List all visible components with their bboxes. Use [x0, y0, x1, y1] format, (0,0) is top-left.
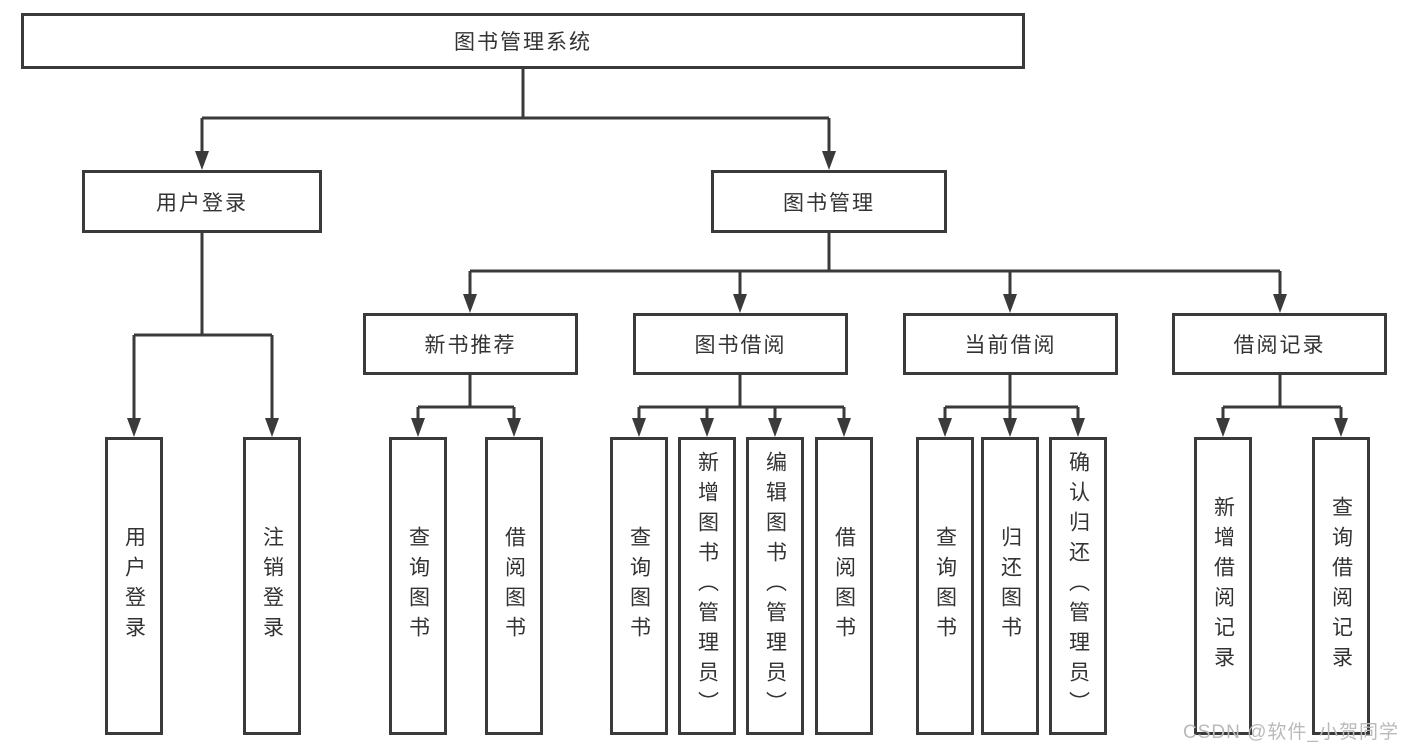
node-book-management: 图书管理 [711, 170, 947, 233]
leaf-confirm-return-admin: 确认归还（管理员） [1049, 437, 1107, 735]
csdn-watermark: CSDN @软件_小贺同学 [1183, 722, 1399, 743]
leaf-label: 注销登录 [260, 526, 284, 646]
node-new-book-recommendation: 新书推荐 [363, 313, 578, 375]
leaf-borrow-books-recommendation: 借阅图书 [485, 437, 543, 735]
leaf-query-books-recommendation: 查询图书 [389, 437, 447, 735]
node-book-borrowing: 图书借阅 [633, 313, 848, 375]
leaf-label: 编辑图书（管理员） [763, 451, 787, 721]
leaf-edit-book-admin: 编辑图书（管理员） [746, 437, 804, 735]
node-user-login: 用户登录 [82, 170, 322, 233]
leaf-query-books-borrowing: 查询图书 [610, 437, 668, 735]
leaf-label: 借阅图书 [502, 526, 526, 646]
node-library-management-system: 图书管理系统 [21, 13, 1025, 69]
leaf-return-books: 归还图书 [981, 437, 1039, 735]
leaf-label: 新增借阅记录 [1211, 496, 1235, 676]
node-current-borrowing: 当前借阅 [903, 313, 1118, 375]
leaf-label: 新增图书（管理员） [695, 451, 719, 721]
leaf-add-book-admin: 新增图书（管理员） [678, 437, 736, 735]
leaf-label: 查询图书 [406, 526, 430, 646]
leaf-label: 查询图书 [627, 526, 651, 646]
leaf-label: 查询借阅记录 [1329, 496, 1353, 676]
leaf-query-books-current: 查询图书 [916, 437, 974, 735]
leaf-query-borrow-record: 查询借阅记录 [1312, 437, 1370, 735]
leaf-logout: 注销登录 [243, 437, 301, 735]
leaf-label: 用户登录 [122, 526, 146, 646]
node-borrow-records: 借阅记录 [1172, 313, 1387, 375]
leaf-user-login: 用户登录 [105, 437, 163, 735]
leaf-borrow-books-borrowing: 借阅图书 [815, 437, 873, 735]
leaf-add-borrow-record: 新增借阅记录 [1194, 437, 1252, 735]
leaf-label: 归还图书 [998, 526, 1022, 646]
leaf-label: 查询图书 [933, 526, 957, 646]
leaf-label: 确认归还（管理员） [1066, 451, 1090, 721]
leaf-label: 借阅图书 [832, 526, 856, 646]
